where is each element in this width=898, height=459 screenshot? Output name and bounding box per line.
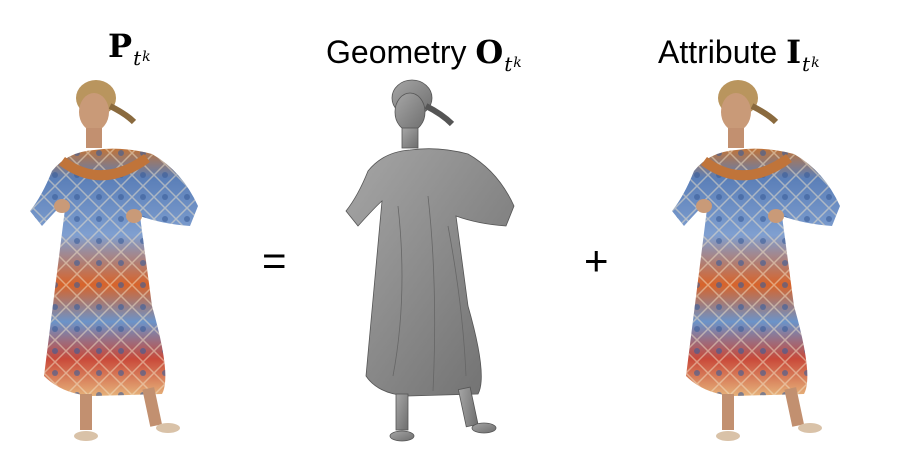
label-subscript: t (504, 52, 513, 76)
label-symbol: I (786, 33, 802, 71)
textured-figure-left (30, 80, 198, 441)
equals-sign: = (262, 237, 287, 284)
geometry-mesh-figure (345, 79, 515, 442)
label-geometry: Geometry Otk (326, 33, 522, 74)
label-prefix: Attribute (658, 34, 778, 70)
label-subscript: t (133, 46, 142, 70)
label-symbol: P (108, 27, 133, 65)
label-subscript: t (802, 52, 811, 76)
label-point-cloud: Ptk (108, 27, 151, 68)
label-subsubscript: k (142, 49, 151, 65)
label-attribute: Attribute Itk (658, 33, 820, 74)
label-prefix: Geometry (326, 34, 467, 70)
mesh-body (345, 79, 515, 442)
figure-body (672, 80, 840, 441)
figure-body (30, 80, 198, 441)
textured-figure-right (672, 80, 840, 441)
label-subsubscript: k (811, 55, 820, 71)
label-subsubscript: k (513, 55, 522, 71)
label-symbol: O (475, 33, 504, 71)
plus-sign: + (584, 237, 609, 284)
